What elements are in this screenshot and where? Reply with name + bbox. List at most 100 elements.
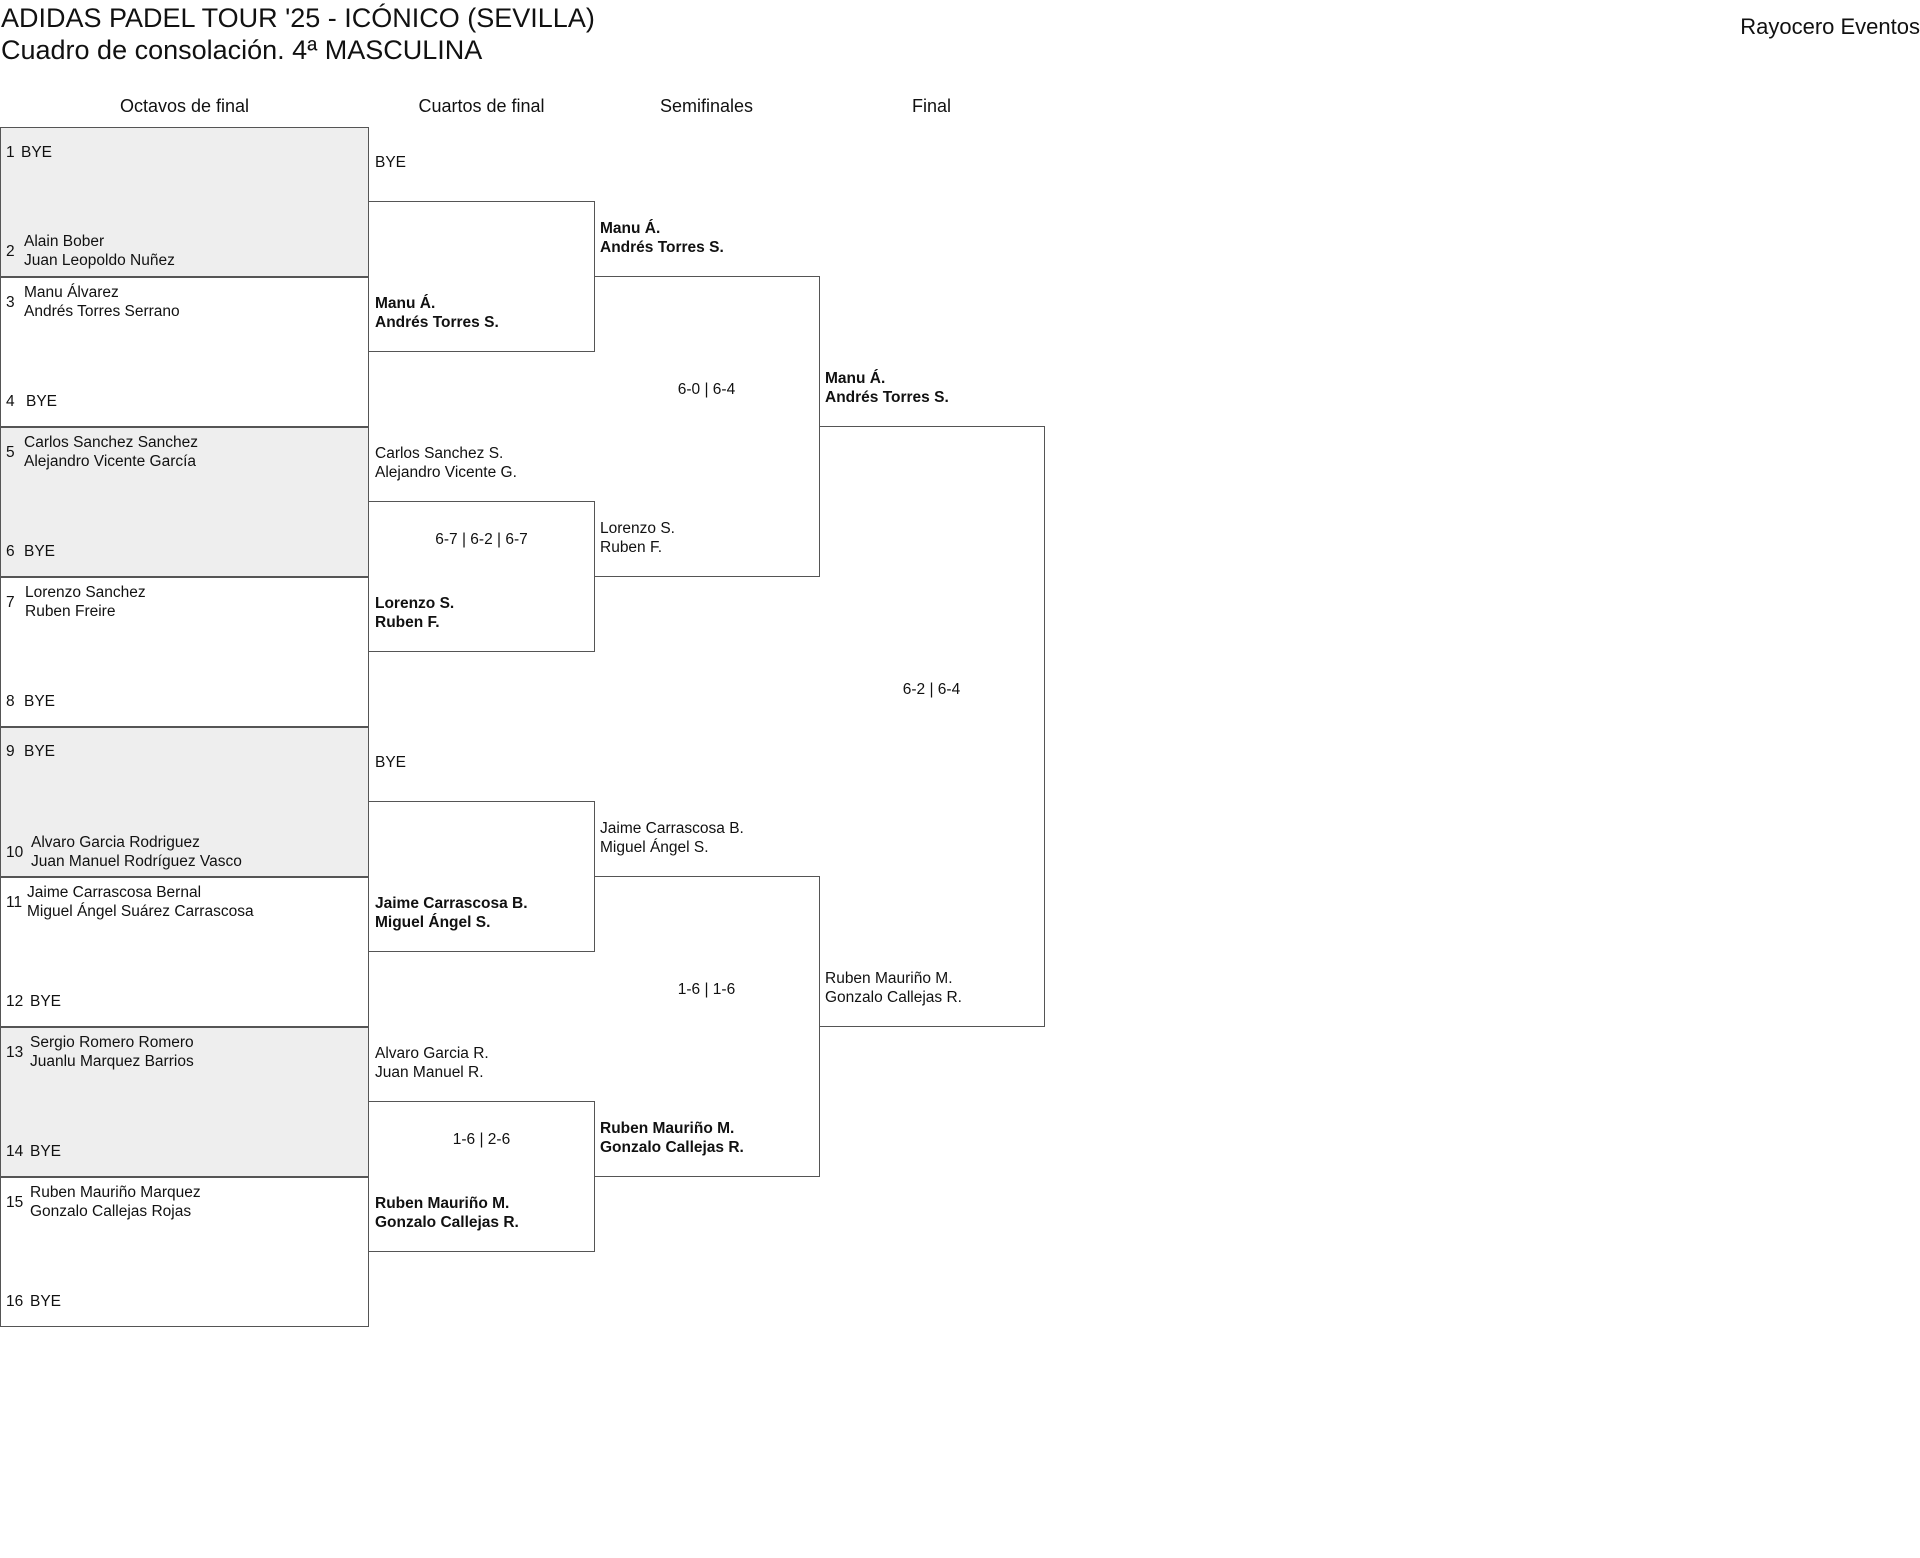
qf-2-score: 6-7 | 6-2 | 6-7 <box>435 531 528 548</box>
round-header-semifinales: Semifinales <box>659 96 754 116</box>
qf-4-bottom-team: Ruben Mauriño M. Gonzalo Callejas R. <box>375 1194 519 1232</box>
seed-number: 14 <box>6 1143 24 1160</box>
seed-number: 2 <box>6 243 15 260</box>
qf-3-top-team: BYE <box>375 754 407 771</box>
qf-3-bottom-team: Jaime Carrascosa B. Miguel Ángel S. <box>375 894 528 932</box>
seed-number: 13 <box>6 1044 24 1061</box>
player-name: Alvaro Garcia R. <box>375 1045 489 1062</box>
player-name: BYE <box>21 144 53 161</box>
player-name: Andrés Torres S. <box>375 314 499 331</box>
final-score: 6-2 | 6-4 <box>902 681 961 698</box>
seed-number: 9 <box>6 743 15 760</box>
draw-entry: 7 Lorenzo Sanchez Ruben Freire <box>6 583 146 621</box>
seed-number: 16 <box>6 1293 24 1310</box>
draw-entry: 3 Manu Álvarez Andrés Torres Serrano <box>6 283 180 321</box>
seed-number: 12 <box>6 993 24 1010</box>
qf-1-bottom-team: Manu Á. Andrés Torres S. <box>375 294 499 332</box>
player-name: Manu Á. <box>375 295 436 312</box>
player-name: BYE <box>30 993 62 1010</box>
player-name: Sergio Romero Romero <box>30 1034 194 1051</box>
qf-4-score: 1-6 | 2-6 <box>452 1131 511 1148</box>
player-name: Jaime Carrascosa B. <box>375 895 528 912</box>
player-name: Alvaro Garcia Rodriguez <box>31 834 200 851</box>
draw-entry: 1 BYE <box>6 143 52 162</box>
tournament-title: ADIDAS PADEL TOUR '25 - ICÓNICO (SEVILLA… <box>1 3 595 33</box>
match-slot-r16-2 <box>0 277 369 427</box>
player-name: Alain Bober <box>24 233 105 250</box>
match-slot-r16-1 <box>0 127 369 277</box>
match-slot-r16-8 <box>0 1177 369 1327</box>
player-name: BYE <box>26 393 58 410</box>
draw-entry: 5 Carlos Sanchez Sanchez Alejandro Vicen… <box>6 433 198 471</box>
player-name: Lorenzo Sanchez <box>25 584 146 601</box>
match-slot-r16-4 <box>0 577 369 727</box>
draw-entry: 12 BYE <box>6 992 61 1011</box>
final-bottom-team: Ruben Mauriño M. Gonzalo Callejas R. <box>825 969 962 1007</box>
player-name: Juan Leopoldo Nuñez <box>24 252 175 269</box>
round-header-octavos: Octavos de final <box>119 96 250 116</box>
player-name: Jaime Carrascosa Bernal <box>27 884 202 901</box>
player-name: Gonzalo Callejas R. <box>600 1139 744 1156</box>
draw-entry: 2 Alain Bober Juan Leopoldo Nuñez <box>6 232 175 270</box>
seed-number: 7 <box>6 594 15 611</box>
sf-2-score: 1-6 | 1-6 <box>677 981 736 998</box>
round-header-final: Final <box>911 96 951 116</box>
seed-number: 5 <box>6 444 15 461</box>
final-top-team: Manu Á. Andrés Torres S. <box>825 369 949 407</box>
draw-entry: 11 Jaime Carrascosa Bernal Miguel Ángel … <box>6 883 254 921</box>
player-name: BYE <box>30 1293 62 1310</box>
player-name: Alejandro Vicente G. <box>375 464 517 481</box>
player-name: Ruben Freire <box>25 603 116 620</box>
draw-entry: 4 BYE <box>6 392 57 411</box>
player-name: BYE <box>24 543 56 560</box>
match-slot-r16-3 <box>0 427 369 577</box>
draw-entry: 15 Ruben Mauriño Marquez Gonzalo Calleja… <box>6 1183 201 1221</box>
sf-2-top-team: Jaime Carrascosa B. Miguel Ángel S. <box>600 819 744 857</box>
player-name: BYE <box>30 1143 62 1160</box>
draw-entry: 9 BYE <box>6 742 55 761</box>
player-name: Manu Á. <box>600 220 661 237</box>
draw-entry: 8 BYE <box>6 692 55 711</box>
player-name: Manu Álvarez <box>24 284 119 301</box>
seed-number: 1 <box>6 144 15 161</box>
player-name: Miguel Ángel S. <box>600 839 709 856</box>
player-name: Jaime Carrascosa B. <box>600 820 744 837</box>
seed-number: 15 <box>6 1194 24 1211</box>
match-slot-r16-7 <box>0 1027 369 1177</box>
player-name: Miguel Ángel S. <box>375 914 491 931</box>
seed-number: 10 <box>6 844 24 861</box>
player-name: Carlos Sanchez Sanchez <box>24 434 199 451</box>
seed-number: 11 <box>6 894 23 911</box>
player-name: Gonzalo Callejas R. <box>825 989 962 1006</box>
player-name: Gonzalo Callejas R. <box>375 1214 519 1231</box>
seed-number: 4 <box>6 393 15 410</box>
player-name: Ruben Mauriño M. <box>600 1120 735 1137</box>
match-slot-r16-6 <box>0 877 369 1027</box>
qf-2-top-team: Carlos Sanchez S. Alejandro Vicente G. <box>375 444 517 482</box>
seed-number: 3 <box>6 294 15 311</box>
player-name: Ruben Mauriño Marquez <box>30 1184 201 1201</box>
player-name: Andrés Torres S. <box>825 389 949 406</box>
qf-4-top-team: Alvaro Garcia R. Juan Manuel R. <box>375 1044 489 1082</box>
draw-entry: 14 BYE <box>6 1142 61 1161</box>
draw-entry: 10 Alvaro Garcia Rodriguez Juan Manuel R… <box>6 833 242 871</box>
round-header-cuartos: Cuartos de final <box>418 96 545 116</box>
draw-entry: 13 Sergio Romero Romero Juanlu Marquez B… <box>6 1033 194 1071</box>
sf-2-bottom-team: Ruben Mauriño M. Gonzalo Callejas R. <box>600 1119 744 1157</box>
qf-1-top-team: BYE <box>375 154 407 171</box>
sf-1-bottom-team: Lorenzo S. Ruben F. <box>600 519 675 557</box>
seed-number: 6 <box>6 543 15 560</box>
player-name: Gonzalo Callejas Rojas <box>30 1203 192 1220</box>
organizer-name: Rayocero Eventos <box>1740 14 1920 39</box>
player-name: Ruben F. <box>600 539 663 556</box>
draw-entry: 16 BYE <box>6 1292 61 1311</box>
seed-number: 8 <box>6 693 15 710</box>
draw-subtitle: Cuadro de consolación. 4ª MASCULINA <box>1 35 483 65</box>
player-name: BYE <box>24 693 56 710</box>
player-name: Lorenzo S. <box>375 595 455 612</box>
player-name: Carlos Sanchez S. <box>375 445 504 462</box>
player-name: Juan Manuel Rodríguez Vasco <box>31 853 242 870</box>
player-name: Juanlu Marquez Barrios <box>30 1053 194 1070</box>
player-name: Ruben Mauriño M. <box>825 970 953 987</box>
match-slot-r16-5 <box>0 727 369 877</box>
